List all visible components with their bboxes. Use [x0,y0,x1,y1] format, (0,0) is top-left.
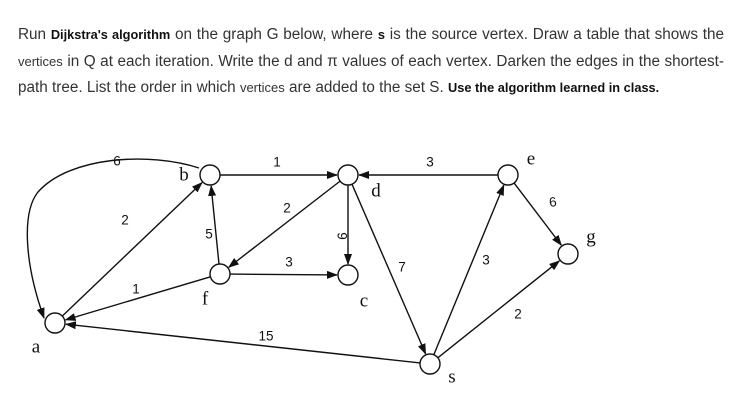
edges-layer [26,158,562,364]
vertex-f [209,263,231,285]
edge-e-g [513,182,562,247]
edge-weight-d-c: 9 [334,232,349,240]
edge-weight-e-g: 6 [548,194,558,210]
labels-layer: a b f d c e g s [32,148,596,387]
vertex-label-b: b [179,164,189,185]
vertex-label-d: d [371,180,381,201]
vertex-label-a: a [32,336,41,357]
source-vertex: s [377,27,385,42]
edge-weight-d-f: 2 [283,201,291,216]
edge-weight-d-s: 7 [398,260,406,275]
text-part-1: on the graph G below, where [175,26,374,43]
problem-statement: Run Dijkstra's algorithm on the graph G … [18,22,724,102]
word-vertices-1: vertices [18,53,63,69]
edge-weight-f-c: 3 [285,255,293,270]
word-vertices-2: vertices [239,80,285,95]
edge-f-b [208,184,220,265]
edge-weight-a-b: 2 [121,213,129,228]
vertex-s [419,353,441,375]
vertex-a [44,312,66,334]
vertex-c [337,264,359,286]
vertex-label-f: f [202,288,209,309]
edge-weight-e-d: 3 [426,155,434,170]
edge-a-b [61,181,203,317]
vertices-layer [44,164,579,375]
edge-weight-b-d: 1 [273,155,281,170]
edge-d-s [351,183,427,355]
vertex-d [337,164,359,186]
edge-d-f [227,180,341,268]
instruction-text: Use the algorithm learned in class. [448,80,660,95]
vertex-e [497,164,519,186]
vertex-label-e: e [527,148,535,169]
vertex-g [557,243,579,265]
edge-weight-s-g: 2 [514,307,522,322]
algorithm-name: Dijkstra's algorithm [50,27,171,42]
text-part-4: are added to the set S. [288,79,444,96]
vertex-label-c: c [360,290,368,311]
edge-weight-b-a: 6 [113,154,121,169]
edge-s-g [437,260,561,359]
text-run: Run [18,26,47,43]
text-part-3: in Q at each iteration. Write the d and … [18,52,724,97]
edge-b-a [26,158,200,319]
edge-weight-s-e: 3 [482,253,490,268]
edge-weight-f-b: 5 [205,227,213,242]
edge-weight-f-a: 1 [132,282,140,297]
text-part-2: is the source vertex. Draw a table that … [389,26,725,43]
edge-s-a [64,321,421,364]
vertex-label-g: g [586,226,596,247]
edge-s-e [433,184,505,356]
edge-f-c [229,270,339,279]
vertex-b [199,164,221,186]
edge-weight-s-a: 15 [258,329,273,344]
edge-f-a [64,276,211,321]
vertex-label-s: s [448,366,455,387]
